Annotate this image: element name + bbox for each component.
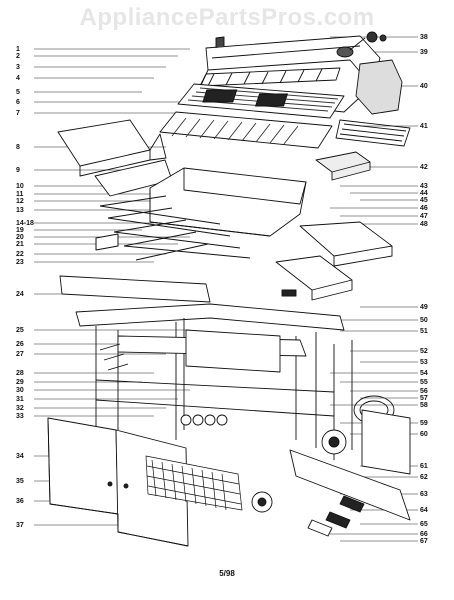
callout-label-26: 26 bbox=[16, 341, 24, 348]
callout-label-3: 3 bbox=[16, 64, 20, 71]
callout-label-10: 10 bbox=[16, 183, 24, 190]
callout-label-13: 13 bbox=[16, 207, 24, 214]
callout-label-22: 22 bbox=[16, 251, 24, 258]
end-cap bbox=[355, 59, 403, 115]
callout-label-30: 30 bbox=[16, 387, 24, 394]
callout-label-41: 41 bbox=[420, 123, 428, 130]
callout-label-62: 62 bbox=[420, 474, 428, 481]
callout-label-36: 36 bbox=[16, 498, 24, 505]
callout-label-43: 43 bbox=[420, 183, 428, 190]
callout-label-28: 28 bbox=[16, 370, 24, 377]
callout-label-39: 39 bbox=[420, 49, 428, 56]
callout-label-23: 23 bbox=[16, 259, 24, 266]
callout-label-27: 27 bbox=[16, 351, 24, 358]
firebox bbox=[149, 167, 307, 237]
right-side-shelf bbox=[275, 221, 393, 301]
callout-label-7: 7 bbox=[16, 110, 20, 117]
callout-label-9: 9 bbox=[16, 167, 20, 174]
callout-label-32: 32 bbox=[16, 405, 24, 412]
callout-label-61: 61 bbox=[420, 463, 428, 470]
callout-label-25: 25 bbox=[16, 327, 24, 334]
callout-label-45: 45 bbox=[420, 197, 428, 204]
bottom-shelf-grid bbox=[145, 455, 243, 511]
callout-label-11: 11 bbox=[16, 191, 24, 198]
callout-label-51: 51 bbox=[420, 328, 428, 335]
callout-label-52: 52 bbox=[420, 348, 428, 355]
callout-label-1: 1 bbox=[16, 46, 20, 53]
callout-label-37: 37 bbox=[16, 522, 24, 529]
callout-label-57: 57 bbox=[420, 395, 428, 402]
flavorizer-bars bbox=[159, 111, 333, 149]
callout-label-44: 44 bbox=[420, 190, 428, 197]
callout-label-35: 35 bbox=[16, 478, 24, 485]
grill-drawing bbox=[47, 31, 411, 547]
callout-label-54: 54 bbox=[420, 370, 428, 377]
callout-label-34: 34 bbox=[16, 453, 24, 460]
control-panel bbox=[59, 275, 211, 303]
callout-label-48: 48 bbox=[420, 221, 428, 228]
callout-label-64: 64 bbox=[420, 507, 428, 514]
callout-label-67: 67 bbox=[420, 538, 428, 545]
callout-label-47: 47 bbox=[420, 213, 428, 220]
callout-label-63: 63 bbox=[420, 491, 428, 498]
wheel-66 bbox=[251, 491, 273, 513]
part-42 bbox=[315, 151, 371, 181]
wheel-right bbox=[321, 429, 347, 455]
callout-label-12: 12 bbox=[16, 198, 24, 205]
warming-rack bbox=[199, 67, 341, 87]
callout-label-50: 50 bbox=[420, 317, 428, 324]
burner-tubes bbox=[95, 195, 251, 261]
callout-label-60: 60 bbox=[420, 431, 428, 438]
callout-label-20: 20 bbox=[16, 234, 24, 241]
callout-label-4: 4 bbox=[16, 75, 20, 82]
callout-label-31: 31 bbox=[16, 396, 24, 403]
callout-label-5: 5 bbox=[16, 89, 20, 96]
grate-41 bbox=[335, 119, 411, 147]
callout-labels: 1234567891011121314-18192021222324252627… bbox=[16, 34, 428, 545]
callout-label-29: 29 bbox=[16, 379, 24, 386]
cart-frame bbox=[75, 303, 353, 460]
bottom-rail bbox=[289, 449, 411, 521]
callout-label-40: 40 bbox=[420, 83, 428, 90]
callout-label-19: 19 bbox=[16, 227, 24, 234]
callout-label-49: 49 bbox=[420, 304, 428, 311]
callout-label-21: 21 bbox=[16, 241, 24, 248]
cooking-grates bbox=[177, 83, 345, 119]
callout-label-66: 66 bbox=[420, 531, 428, 538]
callout-label-33: 33 bbox=[16, 413, 24, 420]
callout-label-65: 65 bbox=[420, 521, 428, 528]
callout-label-8: 8 bbox=[16, 144, 20, 151]
callout-label-14-18: 14-18 bbox=[16, 220, 34, 227]
callout-label-56: 56 bbox=[420, 388, 428, 395]
callout-label-58: 58 bbox=[420, 402, 428, 409]
watermark: AppliancePartsPros.com bbox=[79, 4, 375, 31]
callout-label-53: 53 bbox=[420, 359, 428, 366]
tank-panel bbox=[361, 409, 411, 475]
callout-label-42: 42 bbox=[420, 164, 428, 171]
callout-label-2: 2 bbox=[16, 53, 20, 60]
callout-label-46: 46 bbox=[420, 205, 428, 212]
callout-label-6: 6 bbox=[16, 99, 20, 106]
callout-label-55: 55 bbox=[420, 379, 428, 386]
callout-label-24: 24 bbox=[16, 291, 24, 298]
page-footer: 5/98 bbox=[219, 569, 235, 578]
callout-label-38: 38 bbox=[420, 34, 428, 41]
callout-label-59: 59 bbox=[420, 420, 428, 427]
